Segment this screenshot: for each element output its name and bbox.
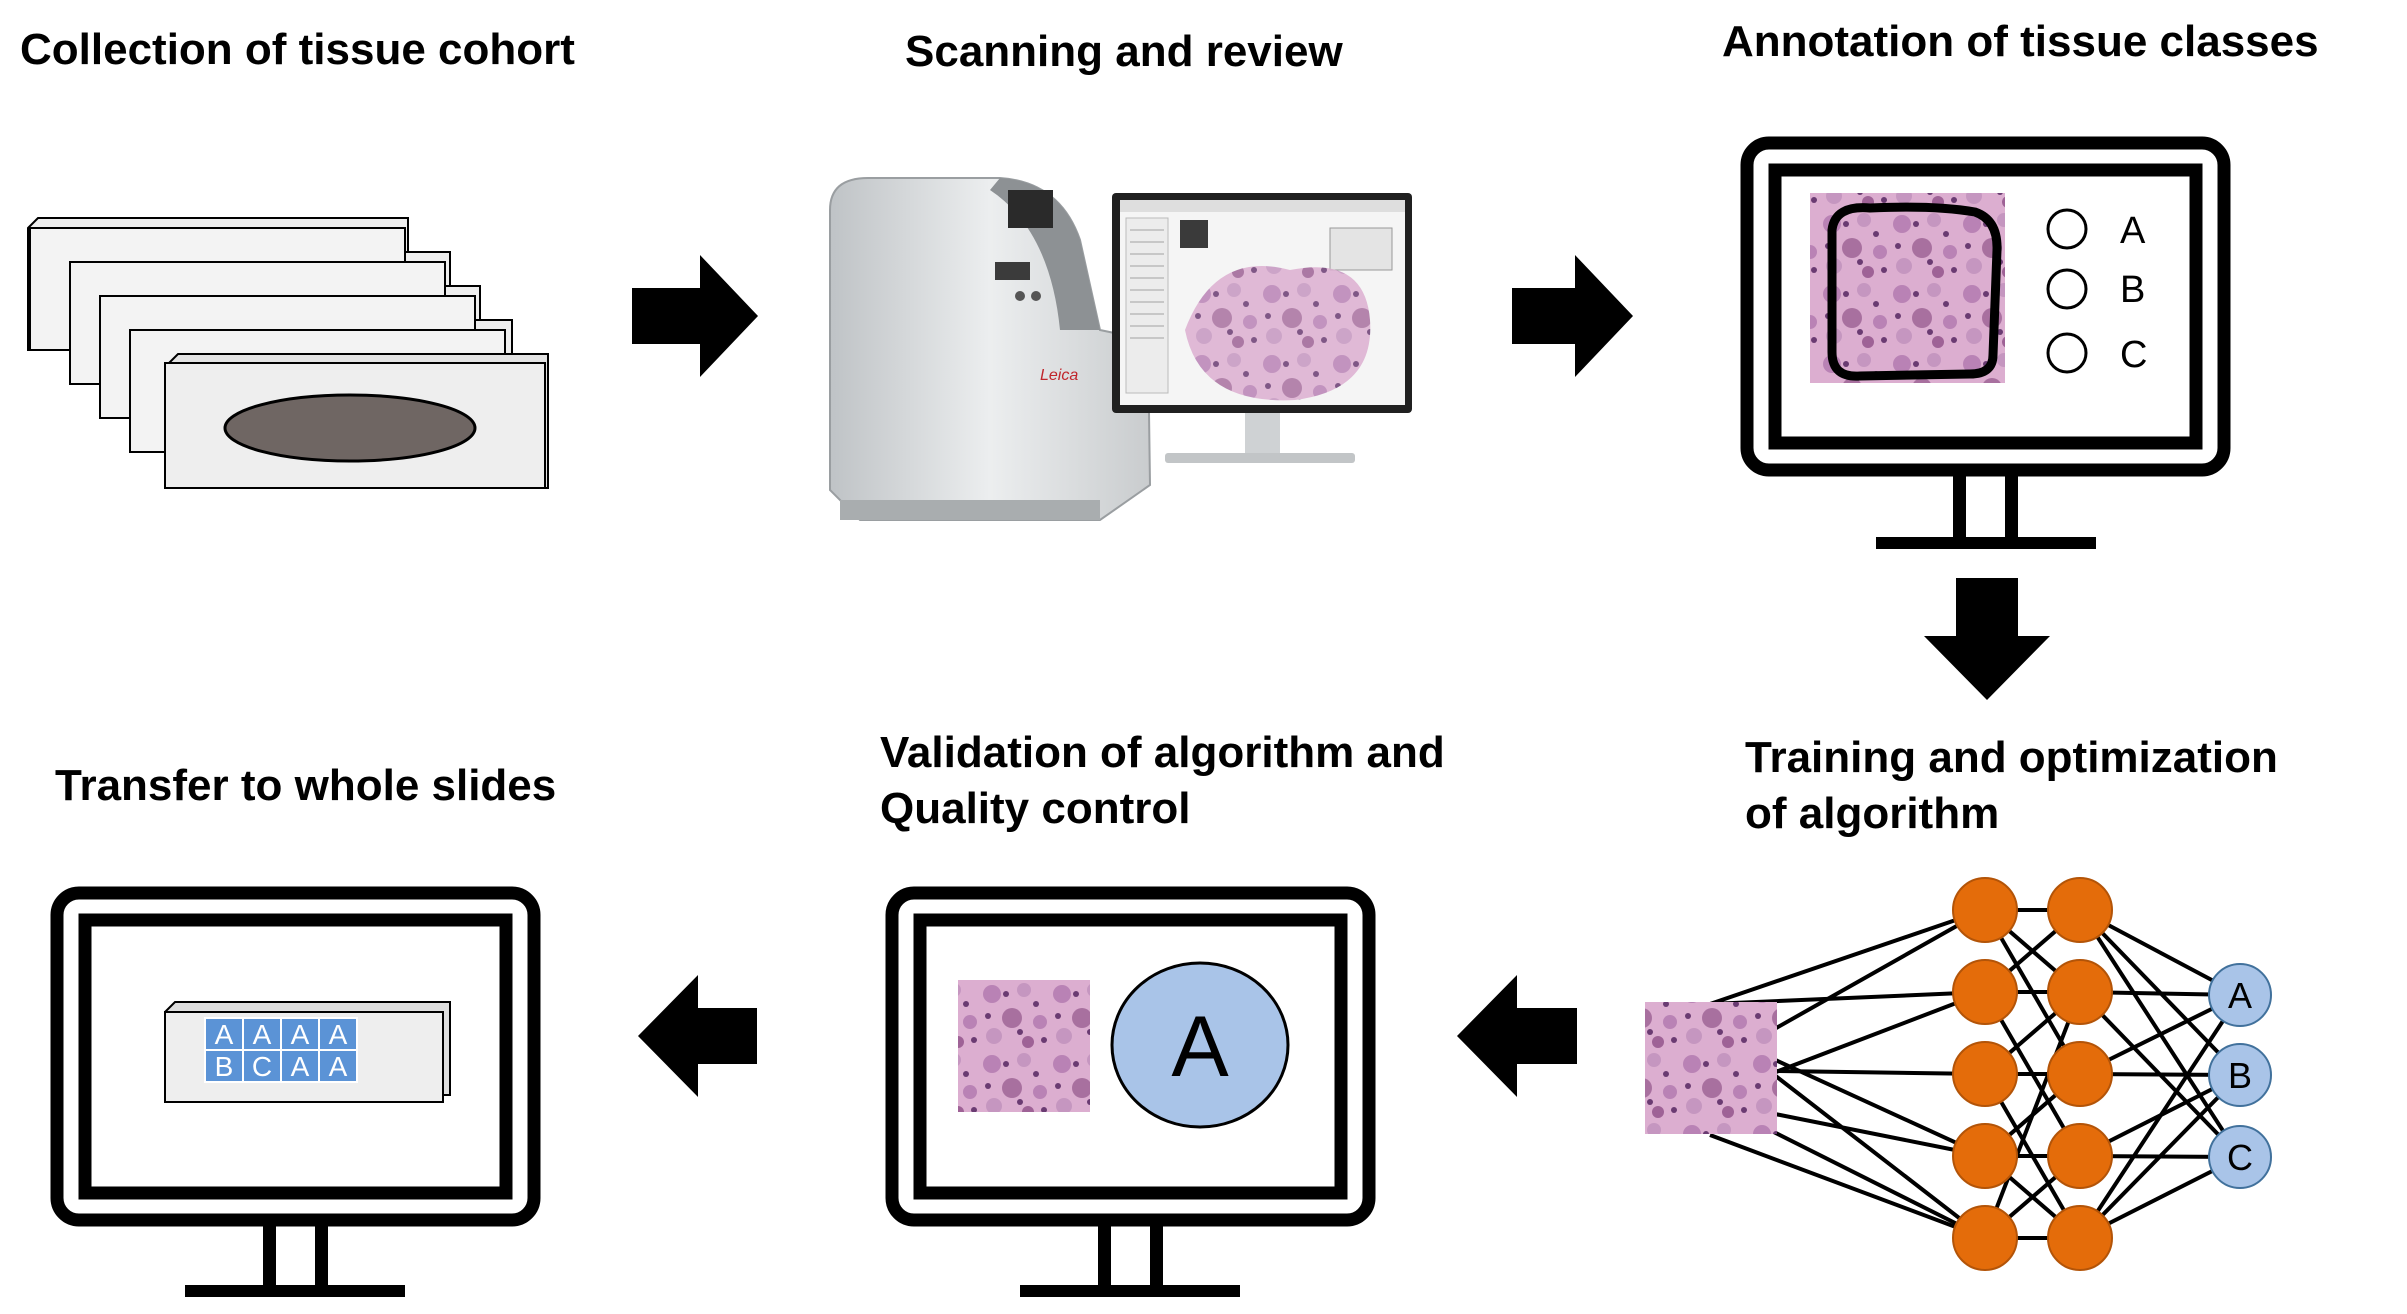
- option-radio-b: [2046, 268, 2088, 310]
- output-label-b: B: [2228, 1055, 2252, 1096]
- classification-result-label: A: [1171, 999, 1229, 1095]
- hidden-node: [1952, 959, 2018, 1025]
- hidden-node: [1952, 1205, 2018, 1271]
- option-label-b: B: [2120, 269, 2145, 311]
- validation-title-line2: Quality control: [880, 784, 1191, 834]
- validation-monitor-icon: A: [885, 886, 1376, 1297]
- neural-network-diagram: A B C: [1645, 877, 2272, 1271]
- tile-label: A: [253, 1019, 272, 1050]
- collection-title: Collection of tissue cohort: [20, 25, 575, 74]
- annotation-monitor-icon: A B C: [1740, 136, 2231, 549]
- tile-label: C: [252, 1051, 272, 1082]
- hidden-node: [2047, 877, 2113, 943]
- validation-title: Validation of algorithm and Quality cont…: [880, 725, 1445, 838]
- hidden-node: [2047, 959, 2113, 1025]
- annotation-title: Annotation of tissue classes: [1722, 17, 2319, 66]
- arrow-left-icon: [1457, 975, 1577, 1097]
- training-title-line1: Training and optimization: [1745, 733, 2278, 782]
- validation-tissue-image: [958, 980, 1090, 1112]
- hidden-node: [1952, 1123, 2018, 1189]
- output-node-c: [2208, 1125, 2272, 1189]
- training-title-line2: of algorithm: [1745, 789, 2000, 839]
- option-label-c: C: [2120, 334, 2147, 376]
- validation-title-line1: Validation of algorithm and: [880, 728, 1445, 777]
- tissue-image: [1810, 193, 2005, 383]
- tile-label: A: [329, 1019, 348, 1050]
- tile-label: B: [215, 1051, 234, 1082]
- option-label-a: A: [2120, 210, 2146, 252]
- annotation-outline: [1827, 202, 2002, 381]
- classification-result-circle: [1110, 961, 1290, 1129]
- arrow-left-icon: [638, 975, 757, 1097]
- hidden-node: [1952, 877, 2018, 943]
- hidden-node: [1952, 1041, 2018, 1107]
- arrow-down-icon: [1924, 578, 2050, 700]
- hidden-node: [2047, 1205, 2113, 1271]
- arrow-right-icon: [1512, 255, 1633, 377]
- option-radio-a: [2046, 208, 2088, 250]
- tile-label: A: [291, 1019, 310, 1050]
- output-label-c: C: [2227, 1137, 2253, 1178]
- tissue-sample-ellipse: [223, 393, 477, 463]
- slide-stack-icon: [27, 217, 549, 489]
- scanner-brand-logo: Leica: [1040, 367, 1078, 384]
- training-title: Training and optimization of algorithm: [1745, 730, 2278, 843]
- output-label-a: A: [2228, 975, 2252, 1016]
- output-node-a: [2208, 963, 2272, 1027]
- arrow-right-icon: [632, 255, 758, 377]
- tile-label: A: [215, 1019, 234, 1050]
- scanning-title: Scanning and review: [905, 27, 1343, 76]
- slide-scanner-icon: Leica: [829, 177, 1152, 521]
- transfer-monitor-icon: A A A A B C A A: [50, 886, 541, 1297]
- tile-grid: [204, 1017, 358, 1083]
- output-node-b: [2208, 1043, 2272, 1107]
- tile-label: A: [291, 1051, 310, 1082]
- hidden-node: [2047, 1041, 2113, 1107]
- input-tissue-image: [1645, 1002, 1777, 1134]
- option-radio-c: [2046, 332, 2088, 374]
- tile-label: A: [329, 1051, 348, 1082]
- hidden-node: [2047, 1123, 2113, 1189]
- transfer-title: Transfer to whole slides: [55, 761, 557, 810]
- review-monitor-icon: [1112, 193, 1412, 463]
